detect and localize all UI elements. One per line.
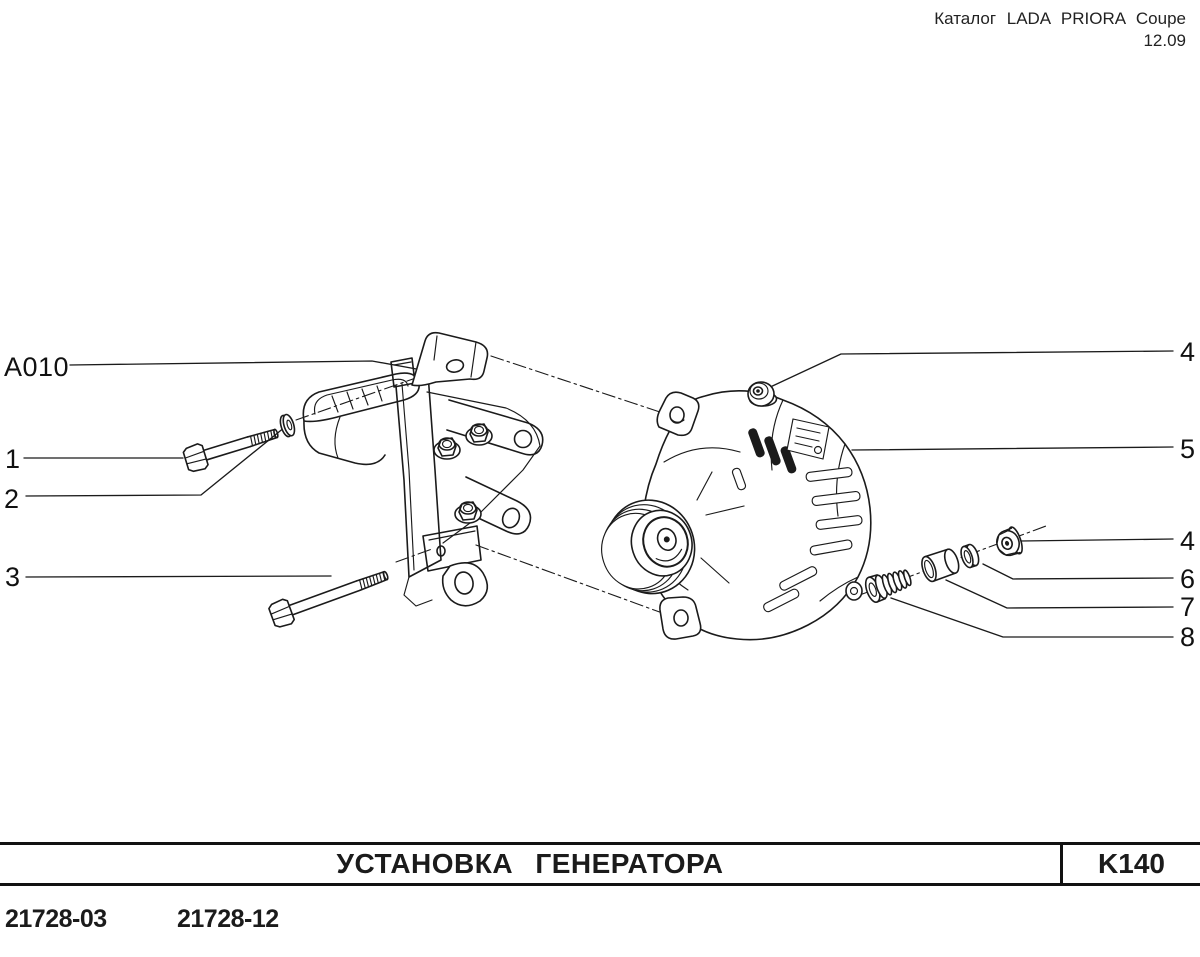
model-code-21728-12: 21728-12	[177, 905, 279, 933]
callout-label-2: 2	[4, 484, 20, 514]
footer-title-cell: УСТАНОВКА ГЕНЕРАТОРА	[0, 845, 1060, 883]
washer-2-icon	[279, 413, 296, 438]
callout-label-4-top: 4	[1180, 337, 1196, 367]
callout-leader-lines	[23, 350, 1174, 638]
flange-nut-4-right-icon	[996, 526, 1023, 557]
callout-label-8: 8	[1180, 622, 1196, 652]
callout-label-7: 7	[1180, 592, 1196, 622]
callout-label-3: 3	[5, 562, 21, 592]
sheet-code: K140	[1098, 848, 1165, 879]
bolt-1-icon	[182, 428, 279, 473]
diagram-title: УСТАНОВКА ГЕНЕРАТОРА	[336, 848, 724, 879]
bracket-flange-nut-icon	[433, 437, 461, 460]
catalog-title: Каталог LADA PRIORA Coupe	[934, 9, 1186, 28]
callout-label-4-mid: 4	[1180, 526, 1196, 556]
bracket-flange-nut-icon	[454, 501, 482, 524]
washer-6-icon	[960, 543, 980, 569]
callout-label-a010: A010	[4, 352, 70, 382]
flange-nut-4-top-icon	[747, 381, 778, 407]
bracket-flange-nut-icon	[465, 423, 493, 446]
edition-date: 12.09	[1143, 31, 1186, 51]
pulley-icon	[601, 499, 696, 595]
callout-label-1: 1	[5, 444, 21, 474]
bracket-illustration	[302, 331, 544, 607]
alternator-illustration	[601, 390, 872, 641]
callout-label-6: 6	[1180, 564, 1196, 594]
footer-code-cell: K140	[1060, 845, 1200, 883]
bolt-8-icon	[864, 569, 912, 603]
spacer-7-icon	[921, 548, 960, 583]
page-header: Каталог LADA PRIORA Coupe 12.09	[934, 8, 1186, 52]
model-code-21728-03: 21728-03	[5, 905, 107, 933]
callout-label-5: 5	[1180, 434, 1196, 464]
bolt-3-icon	[268, 570, 389, 628]
footer-title-bar: УСТАНОВКА ГЕНЕРАТОРА K140	[0, 842, 1200, 886]
